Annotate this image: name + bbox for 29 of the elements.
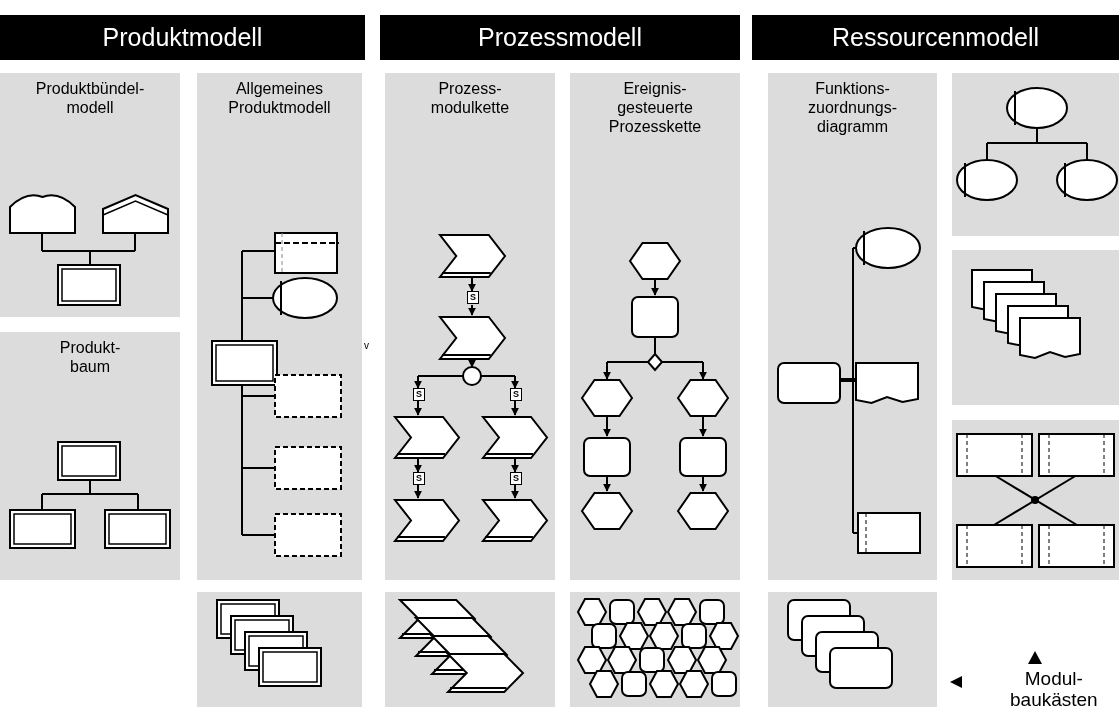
notation-panel [570, 592, 740, 707]
notation-panel [952, 420, 1119, 580]
panel-title: Ereignis- gesteuerte Prozesskette [608, 79, 702, 136]
s-marker: S [467, 291, 479, 304]
s-marker: S [413, 472, 425, 485]
panel-title: Produktbündel- modell [35, 79, 145, 117]
s-marker: S [510, 472, 522, 485]
notation-panel [0, 332, 180, 580]
notation-panel [385, 73, 555, 580]
notation-panel [952, 250, 1119, 405]
section-header: Ressourcenmodell [752, 15, 1119, 60]
s-marker: S [413, 388, 425, 401]
notation-panel [570, 73, 740, 580]
s-marker: S [510, 388, 522, 401]
panel-title: Produkt- baum [59, 338, 121, 376]
notation-panel [0, 73, 180, 317]
notation-panel [768, 592, 937, 707]
annotation-text: Modul- baukästen [1010, 668, 1098, 710]
panel-title: Allgemeines Produktmodell [228, 79, 331, 117]
notation-panel [197, 592, 362, 707]
notation-panel [768, 73, 937, 580]
notation-panel [952, 73, 1119, 236]
stray-mark: v [364, 340, 369, 351]
notation-panel [385, 592, 555, 707]
section-header: Produktmodell [0, 15, 365, 60]
panel-title: Funktions- zuordnungs- diagramm [808, 79, 897, 136]
section-header: Prozessmodell [380, 15, 740, 60]
notation-panel [197, 73, 362, 580]
panel-title: Prozess- modulkette [430, 79, 510, 117]
